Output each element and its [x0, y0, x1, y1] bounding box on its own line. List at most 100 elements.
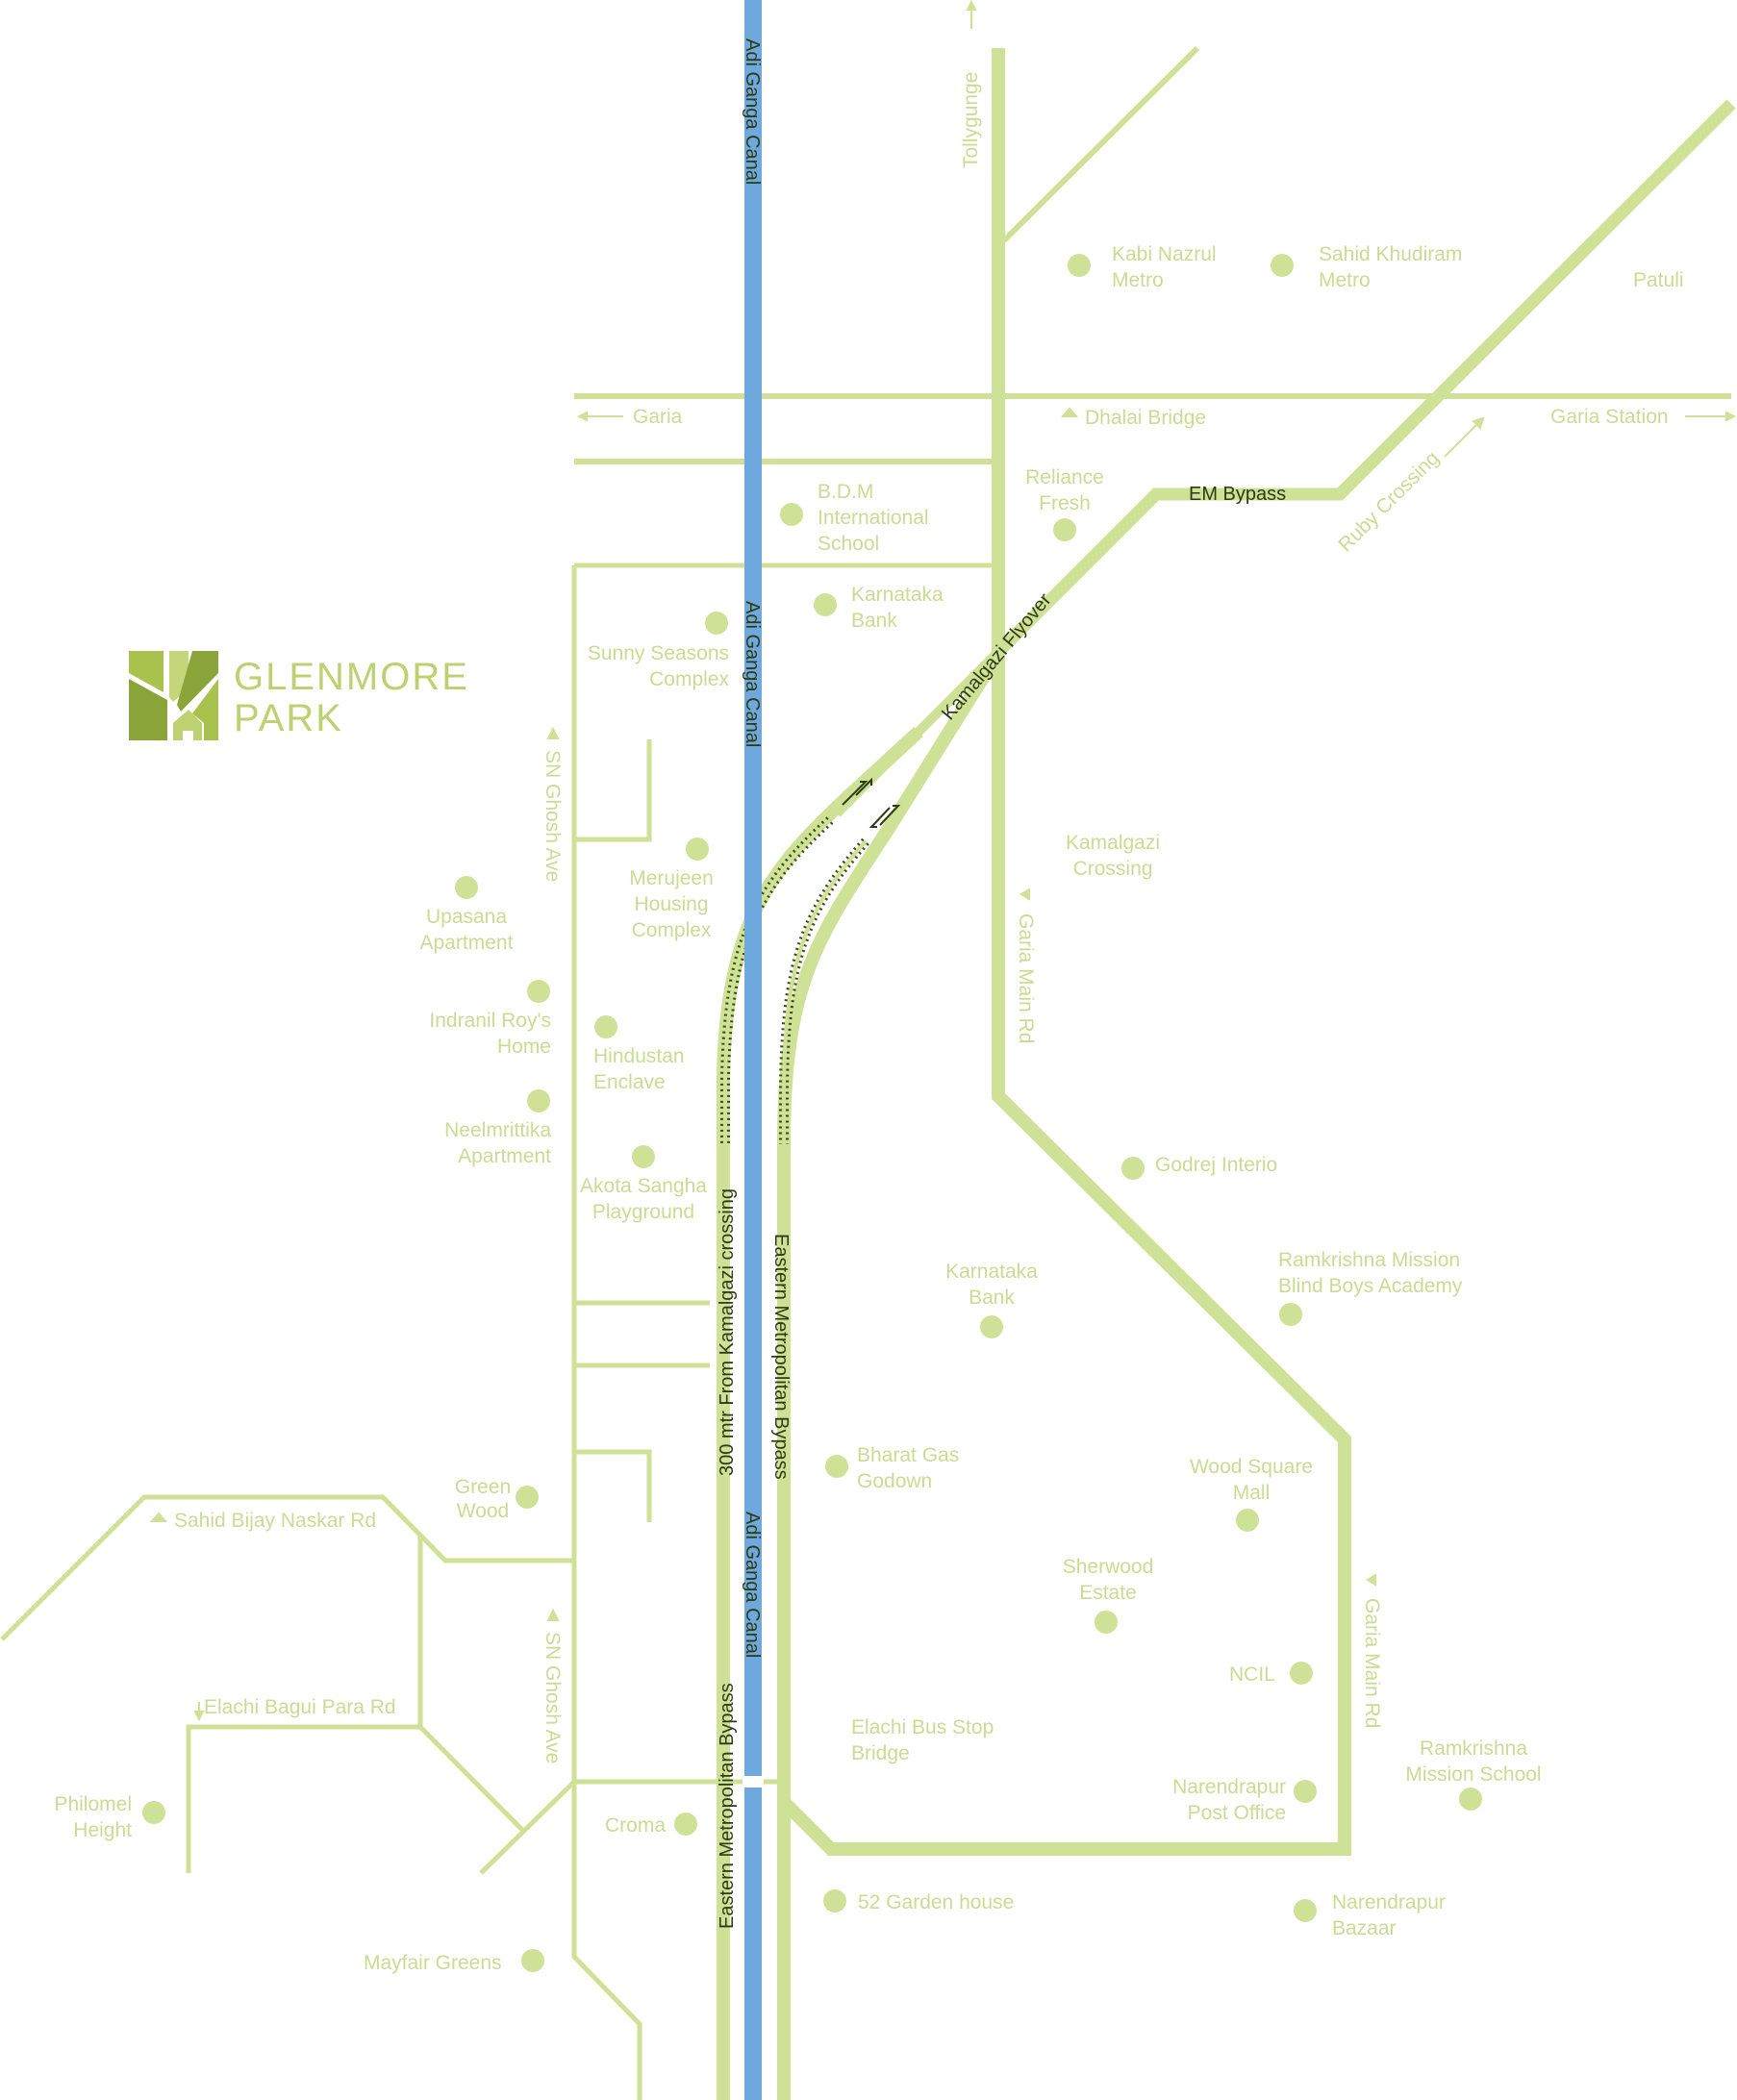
sn-ghosh-top-label: SN Ghosh Ave: [541, 750, 564, 882]
ramkrishna-blind-dot-icon: [1279, 1303, 1302, 1326]
flyover-hatch-right-overlay: [782, 839, 868, 1144]
bdm-dot-icon: [780, 503, 803, 526]
garia-arrow-head-icon: [576, 411, 588, 422]
eastern-bypass-mid-label: Eastern Metropolitan Bypass: [770, 1234, 792, 1480]
godrej-label: Godrej Interio: [1155, 1154, 1277, 1176]
logo-leaf-2: [129, 679, 167, 740]
logo-icon: [129, 651, 218, 740]
flyover-arrow-down-icon: [868, 807, 891, 828]
logo-house: [173, 710, 202, 740]
ruby-crossing-label: Ruby Crossing: [1334, 447, 1444, 557]
road-labels: Adi Ganga Canal Adi Ganga Canal Adi Gang…: [174, 38, 1669, 1929]
ncil-dot-icon: [1290, 1662, 1313, 1685]
garia-label: Garia: [633, 406, 683, 428]
akota-dot-icon: [632, 1145, 655, 1168]
ruby-arrow-head-icon: [1472, 416, 1485, 430]
sn-ghosh-bottom-triangle-icon: [546, 1608, 560, 1621]
stub-road-4: [574, 1449, 652, 1522]
sahid-bijay-label: Sahid Bijay Naskar Rd: [174, 1510, 376, 1532]
upasana-dot-icon: [455, 876, 478, 899]
ruby-arrow-icon: [1444, 421, 1480, 458]
em-bypass-road: [995, 99, 1736, 655]
sahid-triangle-icon: [149, 1512, 168, 1522]
narendrapur-bazaar-dot-icon: [1294, 1899, 1317, 1922]
poi-dots: [142, 254, 1482, 1972]
logo-leaf-1: [129, 651, 164, 692]
bharat-gas-dot-icon: [825, 1455, 848, 1478]
garia-main-bottom-triangle-icon: [1366, 1573, 1376, 1587]
sn-ghosh-bottom-label: SN Ghosh Ave: [541, 1632, 564, 1763]
brand-name-line2: PARK: [234, 697, 343, 739]
indranil-dot-icon: [527, 980, 550, 1003]
dhalai-triangle-icon: [1060, 407, 1079, 417]
garden-house-label: 52 Garden house: [858, 1891, 1014, 1913]
elachi-bagui-para-road: [186, 1724, 420, 1873]
philomel-dot-icon: [142, 1801, 165, 1824]
garia-station-arrow-head-icon: [1725, 411, 1737, 422]
eastern-bypass-left-label: Eastern Metropolitan Bypass: [717, 1683, 738, 1929]
logo-leaf-5: [192, 679, 218, 740]
brand-logo: GLENMORE PARK: [129, 651, 469, 740]
dhalai-bridge-label: Dhalai Bridge: [1085, 407, 1206, 429]
canal-bridge: [743, 1776, 764, 1788]
ramkrishna-school-dot-icon: [1459, 1788, 1482, 1811]
godrej-dot-icon: [1121, 1157, 1145, 1180]
elachi-bagui-label: Elachi Bagui Para Rd: [204, 1696, 396, 1718]
green-wood-dot-icon: [516, 1486, 539, 1509]
tollygunge-branch-road: [1001, 45, 1200, 243]
garia-main-top-triangle-icon: [1020, 888, 1030, 901]
wood-square-dot-icon: [1236, 1509, 1259, 1532]
canal-label-bottom: Adi Ganga Canal: [742, 1512, 763, 1658]
merujeen-dot-icon: [686, 838, 709, 861]
sahid-bijay-naskar-road: [0, 1494, 574, 1641]
garia-main-bottom-label: Garia Main Rd: [1361, 1598, 1383, 1728]
logo-leaf-4: [177, 651, 218, 712]
neelmrittika-dot-icon: [527, 1089, 550, 1112]
patuli-label: Patuli: [1633, 269, 1684, 291]
croma-label: Croma: [605, 1814, 666, 1837]
sn-ghosh-top-triangle-icon: [546, 726, 560, 739]
tollygunge-arrow-head-icon: [966, 0, 977, 11]
tollygunge-label: Tollygunge: [960, 72, 982, 168]
crossing-300m-label: 300 mtr From Kamalgazi crossing: [717, 1188, 738, 1476]
reliance-dot-icon: [1053, 518, 1076, 541]
brand-name-line1: GLENMORE: [234, 656, 469, 698]
sahid-link-road: [417, 1536, 524, 1832]
em-bypass-label: EM Bypass: [1189, 484, 1286, 505]
garia-main-top-label: Garia Main Rd: [1015, 913, 1037, 1043]
canal-label-mid: Adi Ganga Canal: [742, 601, 763, 747]
stub-road-1: [574, 739, 652, 842]
flyover-arrow-up2-icon: [855, 777, 872, 796]
canal-label-top: Adi Ganga Canal: [742, 38, 763, 185]
flyover-ramp-right: [777, 646, 1006, 2100]
hindustan-dot-icon: [594, 1015, 617, 1038]
croma-dot-icon: [674, 1812, 697, 1836]
karnataka-bottom-dot-icon: [980, 1315, 1003, 1338]
sahid-khudiram-dot-icon: [1271, 254, 1294, 277]
mayfair-label: Mayfair Greens: [364, 1952, 502, 1974]
garia-main-rd-road: [780, 48, 1351, 1856]
sherwood-dot-icon: [1095, 1611, 1118, 1634]
sn-ghosh-ave-road: [571, 565, 642, 2100]
